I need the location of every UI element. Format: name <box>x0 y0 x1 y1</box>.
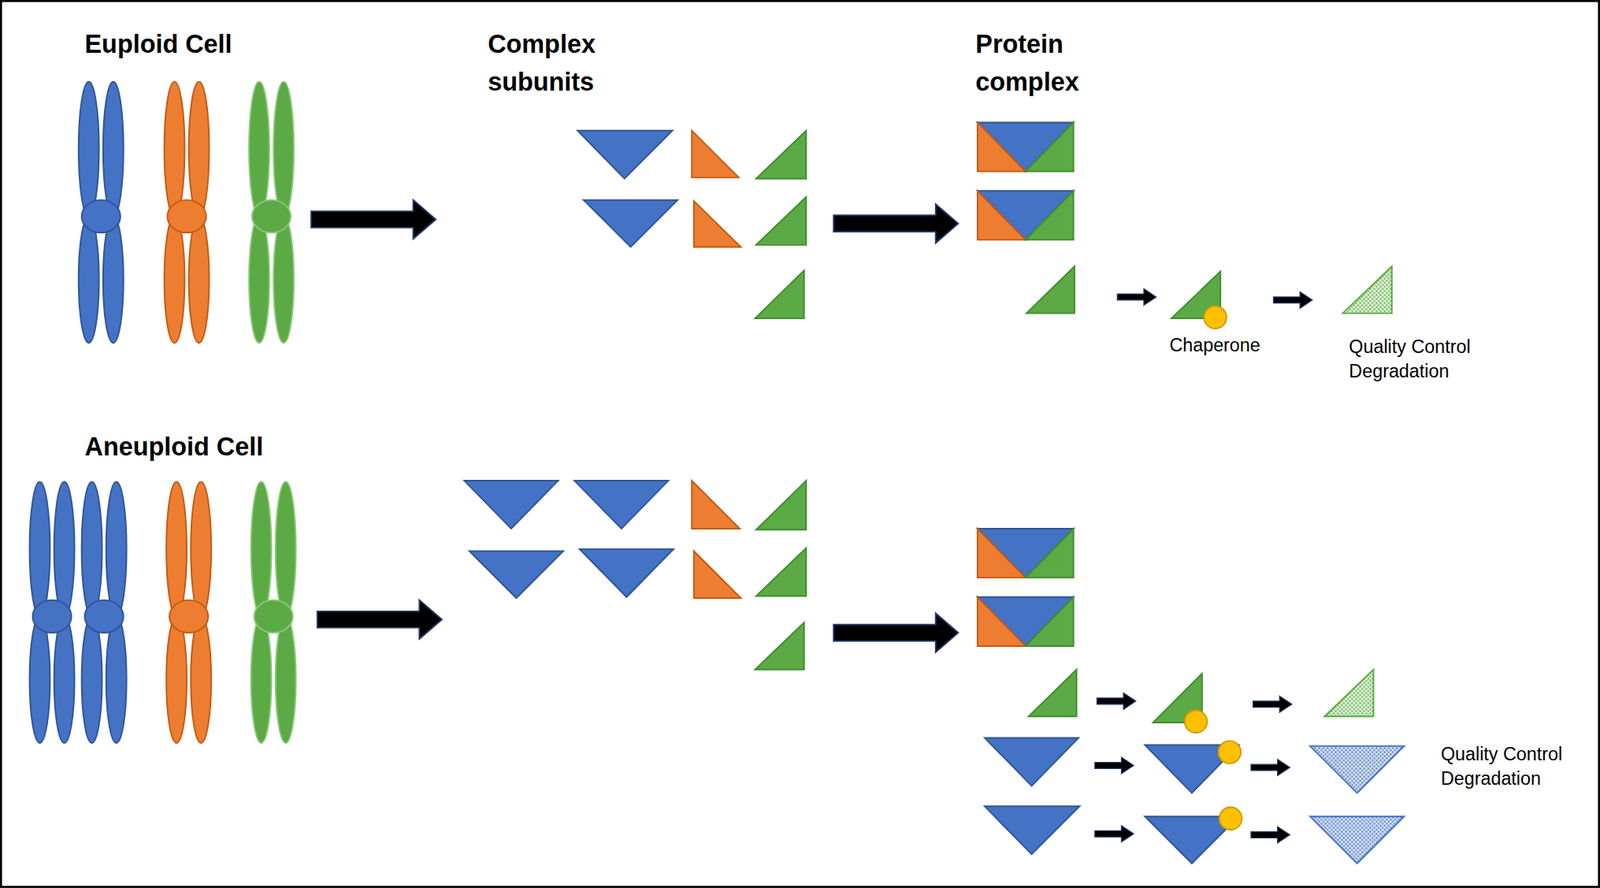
blue-subunit <box>469 550 564 598</box>
small-arrow <box>1253 695 1292 713</box>
chromosome <box>78 81 124 344</box>
small-arrow <box>1095 289 1313 843</box>
protein-complex <box>977 528 1074 578</box>
chaperone-dot <box>1203 306 1226 329</box>
green-subunit <box>1026 266 1075 314</box>
protein-complex <box>977 122 1074 171</box>
chaperone-dot <box>1184 710 1207 733</box>
block-arrow <box>833 204 958 243</box>
orange-subunit <box>694 200 742 247</box>
green-subunit <box>755 130 1222 723</box>
small-arrow <box>1095 757 1134 774</box>
degraded-subunit <box>1324 669 1374 717</box>
block-arrow <box>311 200 436 239</box>
small-arrow <box>1273 291 1313 309</box>
degraded-subunit <box>1310 746 1404 794</box>
orange-subunit <box>691 480 740 529</box>
green-subunit <box>1028 669 1077 717</box>
degraded-subunit <box>1343 266 1393 314</box>
chaperone-dot <box>1219 807 1242 830</box>
small-arrow <box>1096 692 1136 710</box>
green-subunit <box>756 196 806 246</box>
small-arrow <box>1251 826 1290 843</box>
green-subunit <box>756 548 806 597</box>
blue-subunit <box>574 480 669 529</box>
degradation-label: Quality Control Degradation <box>1348 334 1512 384</box>
chaperone-label: Chaperone <box>1169 332 1302 357</box>
chromosome <box>166 481 212 743</box>
block-arrow <box>311 200 958 653</box>
green-subunit <box>755 270 805 319</box>
column-heading: Complex subunits <box>487 25 641 101</box>
cell-heading: Euploid Cell <box>85 25 351 64</box>
chromosome <box>81 481 127 743</box>
green-subunit <box>755 622 805 670</box>
chromosome <box>248 81 294 344</box>
cell-heading: Aneuploid Cell <box>85 427 351 466</box>
block-arrow <box>833 612 958 652</box>
degraded-subunit <box>1310 816 1404 864</box>
blue-subunit <box>464 480 558 529</box>
protein-complex <box>977 597 1074 646</box>
small-arrow <box>1117 289 1156 306</box>
chromosome <box>29 81 297 743</box>
blue-subunit <box>464 130 1239 864</box>
degradation-label: Quality Control Degradation <box>1440 742 1593 791</box>
blue-subunit <box>579 549 674 598</box>
blue-subunit <box>577 130 672 179</box>
chromosome <box>29 481 75 743</box>
orange-subunit <box>691 130 739 179</box>
orange-subunit <box>694 550 742 598</box>
chromosome <box>164 81 210 344</box>
blue-subunit <box>984 805 1080 854</box>
green-subunit <box>756 130 806 179</box>
chromosome <box>251 481 297 743</box>
blue-subunit <box>583 200 678 248</box>
small-arrow <box>1251 759 1290 776</box>
green-subunit <box>756 480 806 530</box>
blue-subunit <box>984 737 1079 786</box>
small-arrow <box>1095 825 1134 843</box>
chaperone-dot <box>1218 740 1241 763</box>
chaperone-dot <box>1184 306 1243 830</box>
protein-complex <box>977 122 1074 646</box>
column-heading: Protein complex <box>975 25 1129 101</box>
block-arrow <box>317 600 442 639</box>
protein-complex <box>977 190 1074 240</box>
orange-subunit <box>691 130 741 598</box>
